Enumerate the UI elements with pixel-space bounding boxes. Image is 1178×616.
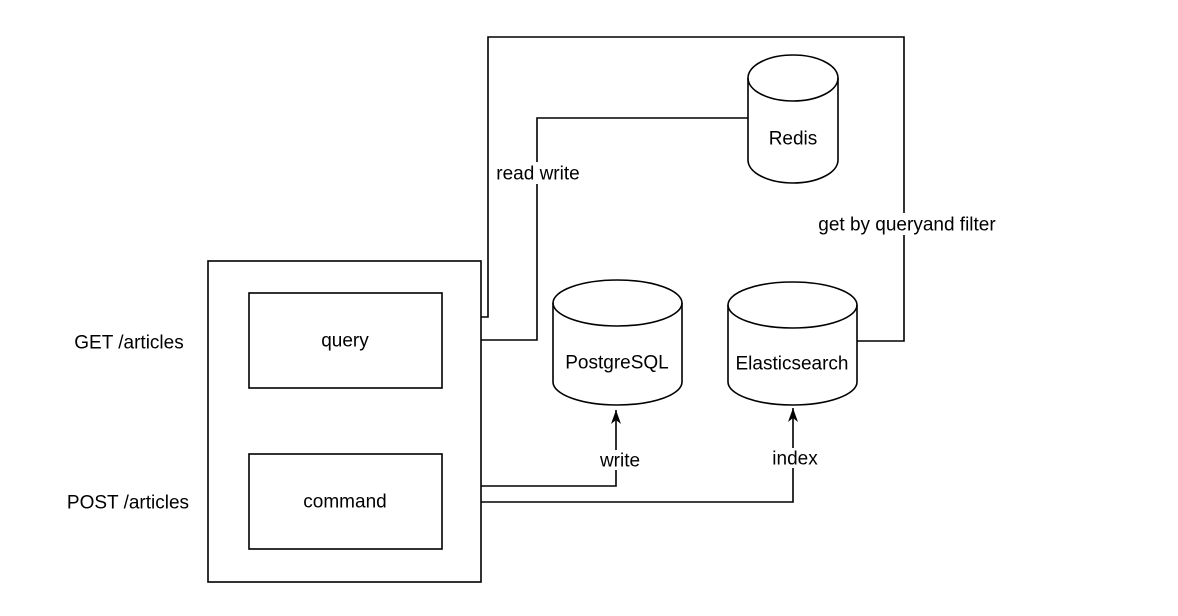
elasticsearch-cylinder <box>727 281 858 406</box>
postgresql-cylinder <box>552 279 683 406</box>
postgresql-label: PostgreSQL <box>565 353 669 374</box>
command-box <box>248 453 443 550</box>
elasticsearch-label: Elasticsearch <box>736 354 849 375</box>
command-box-label: command <box>303 492 386 513</box>
index-edge-label: index <box>772 449 818 470</box>
edge-write <box>442 410 621 487</box>
read-write-edge-label: read write <box>496 164 579 185</box>
redis-cylinder <box>747 54 839 184</box>
get-by-query-edge-label: get by queryand filter <box>818 215 996 236</box>
query-box-label: query <box>321 331 369 352</box>
edge-index <box>442 408 798 503</box>
index-label-bg <box>771 448 819 468</box>
query-box <box>248 292 443 389</box>
post-articles-label: POST /articles <box>67 493 189 514</box>
get-by-query-label-bg <box>822 213 992 235</box>
write-label-bg <box>597 450 643 470</box>
redis-label: Redis <box>769 129 818 150</box>
get-articles-label: GET /articles <box>74 333 183 354</box>
edge-read-write <box>445 117 748 345</box>
write-edge-label: write <box>599 451 640 472</box>
read-write-label-bg <box>494 162 583 184</box>
